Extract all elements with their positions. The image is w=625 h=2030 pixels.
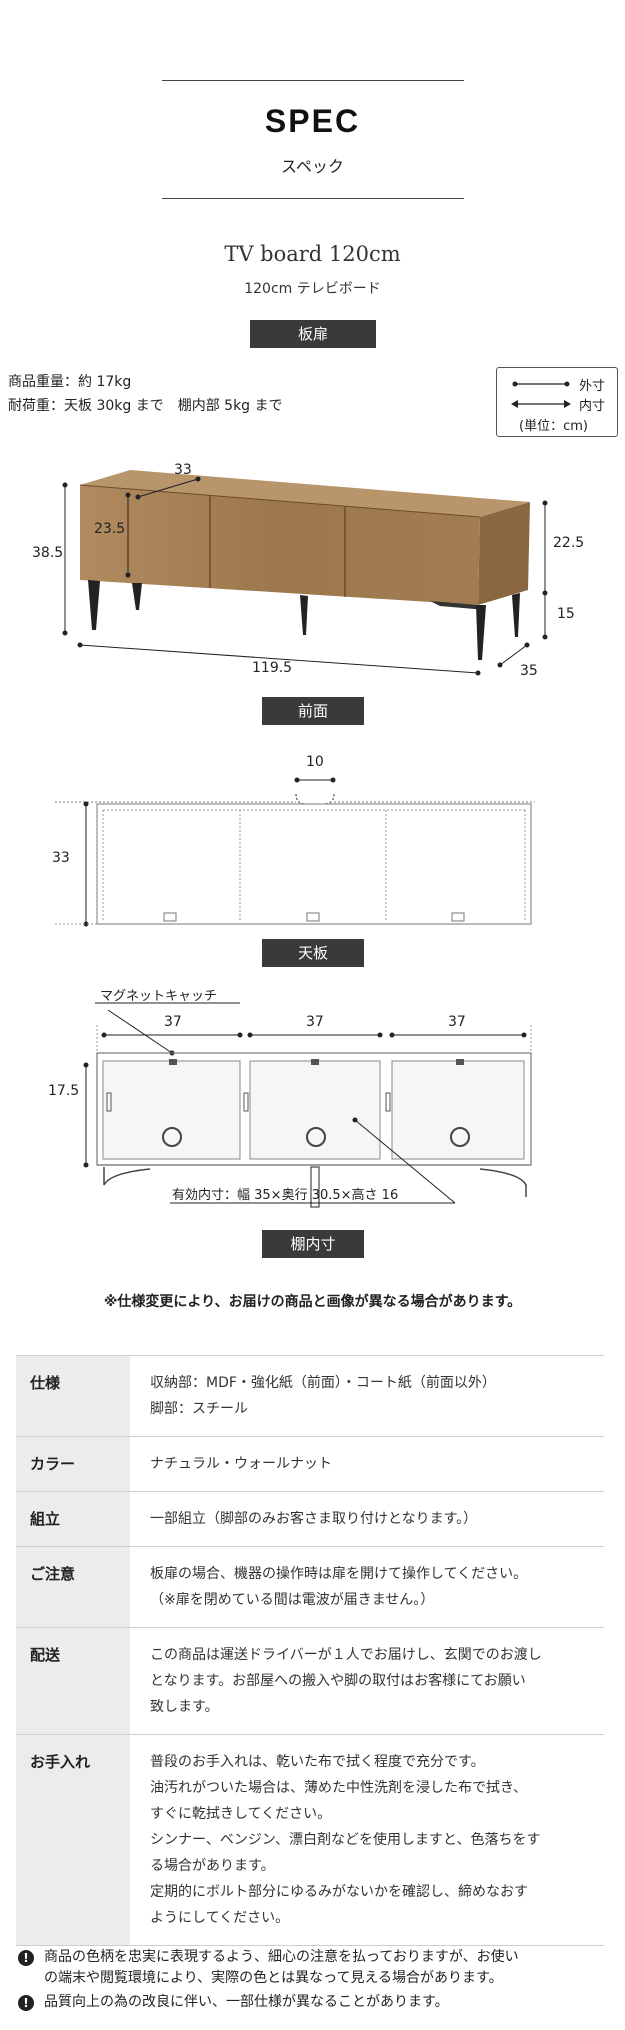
- header-top-rule: [162, 80, 464, 81]
- top-view-tag: 天板: [262, 939, 364, 967]
- legend-outer: 外寸: [579, 379, 606, 394]
- spec-value-line: 普段のお手入れは、乾いた布で拭く程度で充分です。: [150, 1754, 485, 1770]
- product-weight: 商品重量：約 17kg: [8, 374, 132, 390]
- spec-value-line: すぐに乾拭きしてください。: [150, 1806, 332, 1822]
- spec-value-line: 定期的にボルト部分にゆるみがないかを確認し、締めなおす: [150, 1884, 528, 1900]
- magnet-catch-label: マグネットキャッチ: [100, 989, 218, 1004]
- spec-label: 配送: [16, 1627, 130, 1735]
- dim-height-total: 38.5: [32, 545, 64, 561]
- door-type-tag: 板扉: [250, 320, 376, 348]
- spec-row-delivery: 配送 この商品は運送ドライバーが１人でお届けし、玄関でのお渡し となります。お部…: [16, 1627, 604, 1735]
- spec-value-line: 一部組立（脚部のみお客さま取り付けとなります。）: [150, 1511, 478, 1527]
- footnote-line: 商品の色柄を忠実に表現するよう、細心の注意を払っておりますが、お使い: [44, 1949, 519, 1965]
- dim-leg-height: 15: [557, 606, 575, 622]
- spec-value: 一部組立（脚部のみお客さま取り付けとなります。）: [130, 1491, 604, 1547]
- footnote-color: 商品の色柄を忠実に表現するよう、細心の注意を払っておりますが、お使い の端末や閲…: [44, 1947, 614, 1989]
- product-title: TV board 120cm: [224, 242, 401, 266]
- spec-value-line: となります。お部屋への搬入や脚の取付はお客様にてお願い: [150, 1673, 526, 1689]
- dim-shelf-width-2: 37: [306, 1014, 324, 1030]
- warning-icon: !: [18, 1995, 34, 2011]
- spec-value: 普段のお手入れは、乾いた布で拭く程度で充分です。 油汚れがついた場合は、薄めた中…: [130, 1734, 604, 1946]
- spec-label: お手入れ: [16, 1734, 130, 1946]
- spec-value-line: 板扉の場合、機器の操作時は扉を開けて操作してください。: [150, 1566, 528, 1582]
- spec-value-line: 致します。: [150, 1699, 219, 1715]
- spec-value: 板扉の場合、機器の操作時は扉を開けて操作してください。 （※扉を閉めている間は電…: [130, 1546, 604, 1628]
- dim-cabinet-height: 22.5: [553, 535, 585, 551]
- spec-row-assembly: 組立 一部組立（脚部のみお客さま取り付けとなります。）: [16, 1491, 604, 1547]
- legend-unit: (単位：cm): [519, 419, 588, 434]
- front-view-illustration: [62, 470, 548, 676]
- spec-row-color: カラー ナチュラル・ウォールナット: [16, 1436, 604, 1492]
- spec-value: ナチュラル・ウォールナット: [130, 1436, 604, 1492]
- page-subtitle: スペック: [281, 157, 344, 176]
- spec-value: 収納部：MDF・強化紙（前面）・コート紙（前面以外） 脚部：スチール: [130, 1355, 604, 1437]
- page-title: SPEC: [264, 103, 361, 139]
- spec-label: 組立: [16, 1491, 130, 1547]
- top-view-illustration: [55, 777, 535, 927]
- shelf-inner-tag: 棚内寸: [262, 1230, 364, 1258]
- spec-value-line: る場合があります。: [150, 1858, 275, 1874]
- warning-icon: !: [18, 1950, 34, 1966]
- spec-value-line: この商品は運送ドライバーが１人でお届けし、玄関でのお渡し: [150, 1647, 542, 1663]
- spec-table: 仕様 収納部：MDF・強化紙（前面）・コート紙（前面以外） 脚部：スチール カラ…: [16, 1355, 604, 1946]
- footnote-line: 品質向上の為の改良に伴い、一部仕様が異なることがあります。: [44, 1994, 449, 2010]
- spec-row-care: お手入れ 普段のお手入れは、乾いた布で拭く程度で充分です。 油汚れがついた場合は…: [16, 1734, 604, 1946]
- spec-value-line: （※扉を閉めている間は電波が届きません。）: [150, 1592, 435, 1608]
- spec-label: カラー: [16, 1436, 130, 1492]
- dim-width: 119.5: [252, 660, 293, 676]
- dim-top-depth: 33: [52, 850, 70, 866]
- spec-row-material: 仕様 収納部：MDF・強化紙（前面）・コート紙（前面以外） 脚部：スチール: [16, 1355, 604, 1437]
- spec-value-line: ナチュラル・ウォールナット: [150, 1456, 332, 1472]
- dim-door-height: 23.5: [94, 521, 126, 537]
- dim-cable-cutout: 10: [306, 754, 324, 770]
- dimension-legend: 外寸 内寸 (単位：cm): [496, 367, 618, 437]
- dim-shelf-height: 17.5: [48, 1083, 80, 1099]
- legend-inner: 内寸: [579, 399, 606, 414]
- spec-change-notice: ※仕様変更により、お届けの商品と画像が異なる場合があります。: [103, 1294, 522, 1310]
- effective-inner-size: 有効内寸：幅 35×奥行 30.5×高さ 16: [172, 1188, 399, 1203]
- footnote-spec: 品質向上の為の改良に伴い、一部仕様が異なることがあります。: [44, 1992, 614, 2013]
- spec-value-line: 脚部：スチール: [150, 1401, 248, 1417]
- product-subtitle: 120cm テレビボード: [244, 281, 381, 297]
- legend-arrows-icon: [511, 381, 571, 408]
- front-view-tag: 前面: [262, 697, 364, 725]
- spec-value-line: シンナー、ベンジン、漂白剤などを使用しますと、色落ちをす: [150, 1832, 541, 1848]
- dim-shelf-width-3: 37: [448, 1014, 466, 1030]
- spec-value-line: ようにしてください。: [150, 1910, 290, 1926]
- dim-shelf-width-1: 37: [164, 1014, 182, 1030]
- spec-label: 仕様: [16, 1355, 130, 1437]
- load-capacity: 耐荷重：天板 30kg まで 棚内部 5kg まで: [8, 398, 283, 414]
- dim-depth-top: 33: [174, 462, 192, 478]
- header-bottom-rule: [162, 198, 464, 199]
- spec-value-line: 収納部：MDF・強化紙（前面）・コート紙（前面以外）: [150, 1375, 496, 1391]
- spec-value: この商品は運送ドライバーが１人でお届けし、玄関でのお渡し となります。お部屋への…: [130, 1627, 604, 1735]
- spec-row-caution: ご注意 板扉の場合、機器の操作時は扉を開けて操作してください。 （※扉を閉めてい…: [16, 1546, 604, 1628]
- dim-depth: 35: [520, 663, 538, 679]
- spec-label: ご注意: [16, 1546, 130, 1628]
- footnote-line: の端末や閲覧環境により、実際の色とは異なって見える場合があります。: [44, 1970, 503, 1986]
- spec-value-line: 油汚れがついた場合は、薄めた中性洗剤を浸した布で拭き、: [150, 1780, 528, 1796]
- shelf-view-illustration: [83, 1002, 532, 1208]
